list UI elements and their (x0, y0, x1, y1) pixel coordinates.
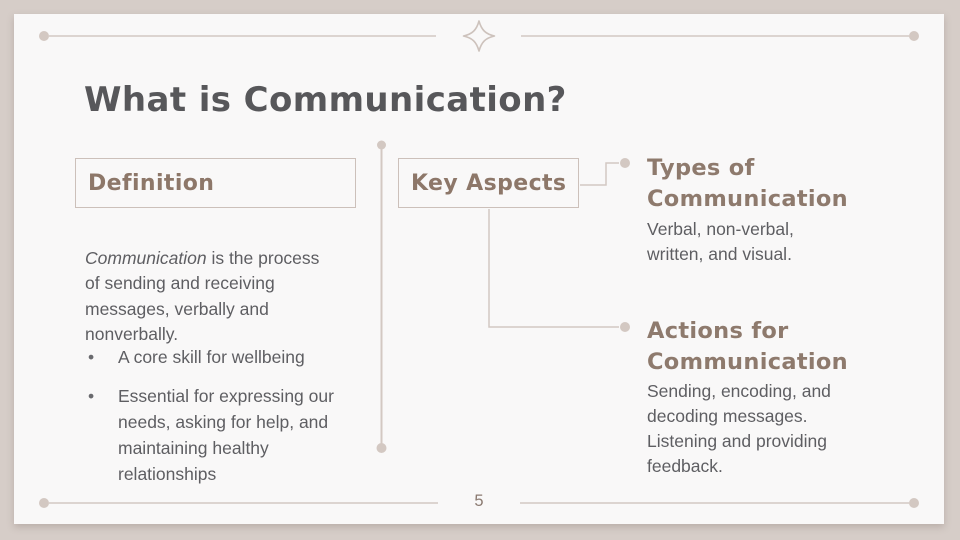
definition-box: Definition (75, 158, 356, 208)
page-title: What is Communication? (84, 79, 567, 120)
definition-bullet-list: • A core skill for wellbeing • Essential… (85, 344, 347, 487)
definition-paragraph: Communication is the process of sending … (85, 246, 337, 348)
actions-body: Sending, encoding, and decoding messages… (647, 380, 831, 476)
definition-term: Communication (85, 247, 207, 268)
bullet-glyph: • (88, 347, 95, 367)
key-aspects-label: Key Aspects (411, 170, 567, 196)
list-item: • A core skill for wellbeing (85, 344, 347, 370)
definition-body: is the process of sending and receiving … (85, 247, 320, 345)
bullet-text: A core skill for wellbeing (118, 347, 305, 367)
definition-label: Definition (88, 170, 215, 196)
types-heading: Types of Communication (647, 154, 848, 213)
key-aspects-box: Key Aspects (398, 158, 579, 208)
types-body: Verbal, non-verbal, written, and visual. (647, 218, 794, 264)
page-number: 5 (474, 492, 484, 510)
bullet-glyph: • (88, 386, 95, 406)
list-item: • Essential for expressing our needs, as… (85, 383, 347, 487)
actions-heading: Actions for Communication (647, 317, 848, 376)
bullet-text: Essential for expressing our needs, aski… (118, 386, 334, 484)
slide-card (14, 14, 944, 524)
